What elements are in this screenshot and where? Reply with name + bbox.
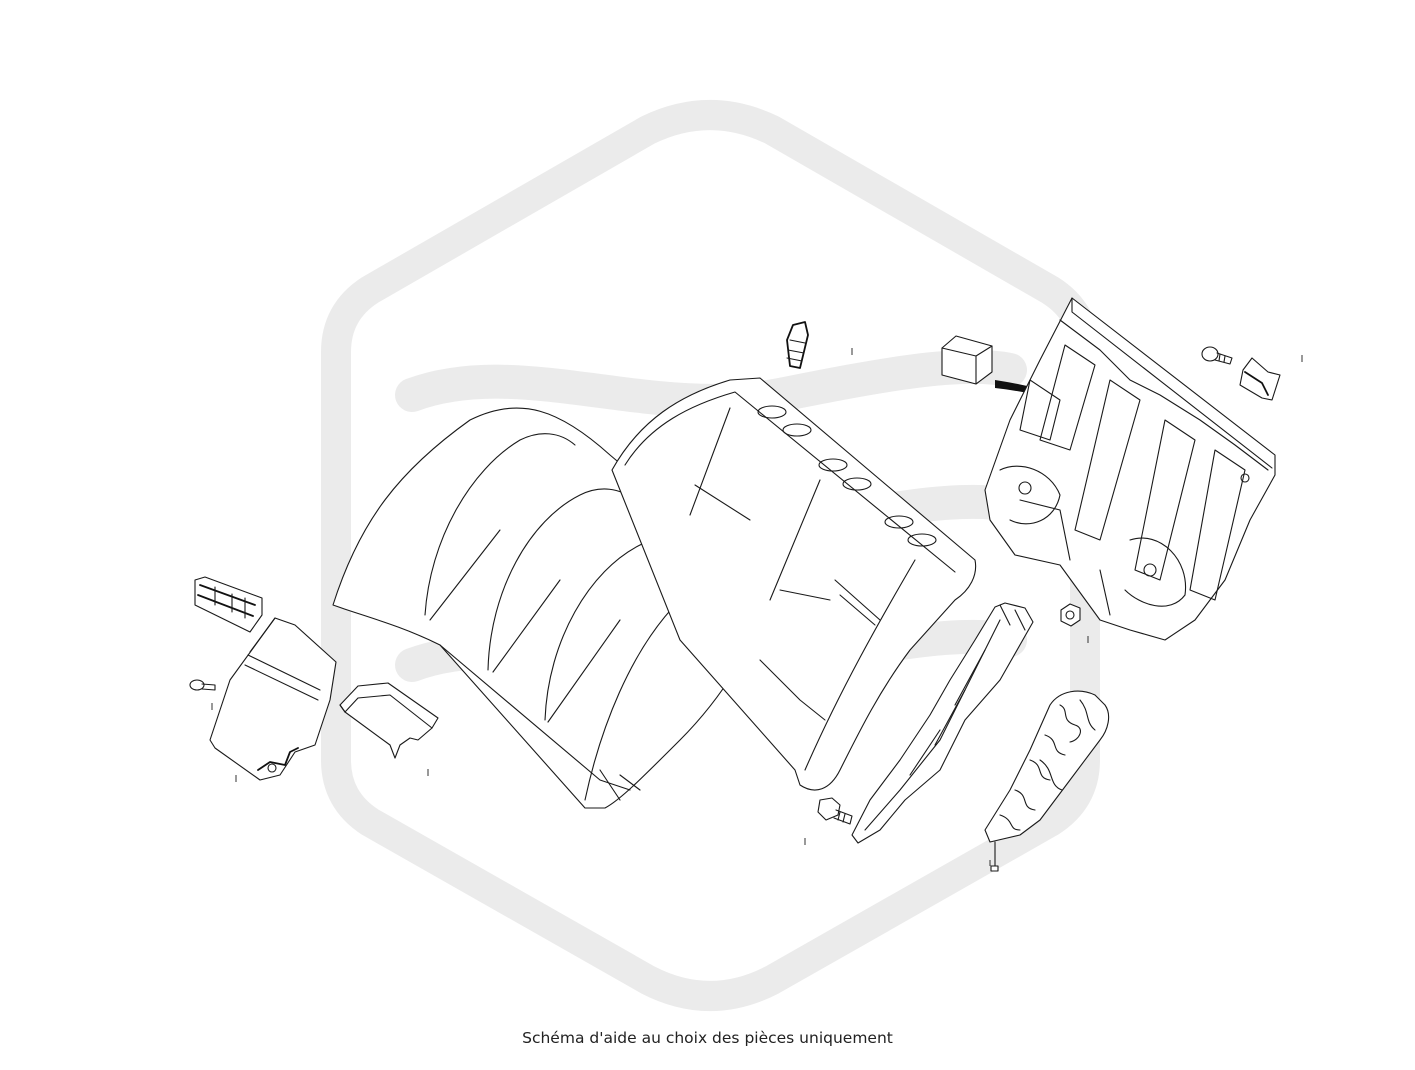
trim-screw[interactable] [817,797,853,825]
backrest-foam[interactable] [611,377,977,791]
diagram-caption: Schéma d'aide au choix des pièces unique… [522,1029,893,1047]
armrest-cover[interactable] [209,617,337,781]
armrest-cupholder-insert[interactable] [194,576,263,633]
heating-mat[interactable] [984,690,1110,872]
nut[interactable] [1060,603,1081,627]
backrest-frame[interactable] [984,297,1276,641]
headrest-guide[interactable] [786,321,809,369]
side-trim-panel[interactable] [851,602,1034,844]
reference-ticks [211,348,1303,866]
frame-screw[interactable] [1201,346,1233,365]
hinge-bracket[interactable] [1239,357,1281,401]
armrest-trim-bracket[interactable] [339,682,439,759]
armrest-screw[interactable] [189,679,216,691]
